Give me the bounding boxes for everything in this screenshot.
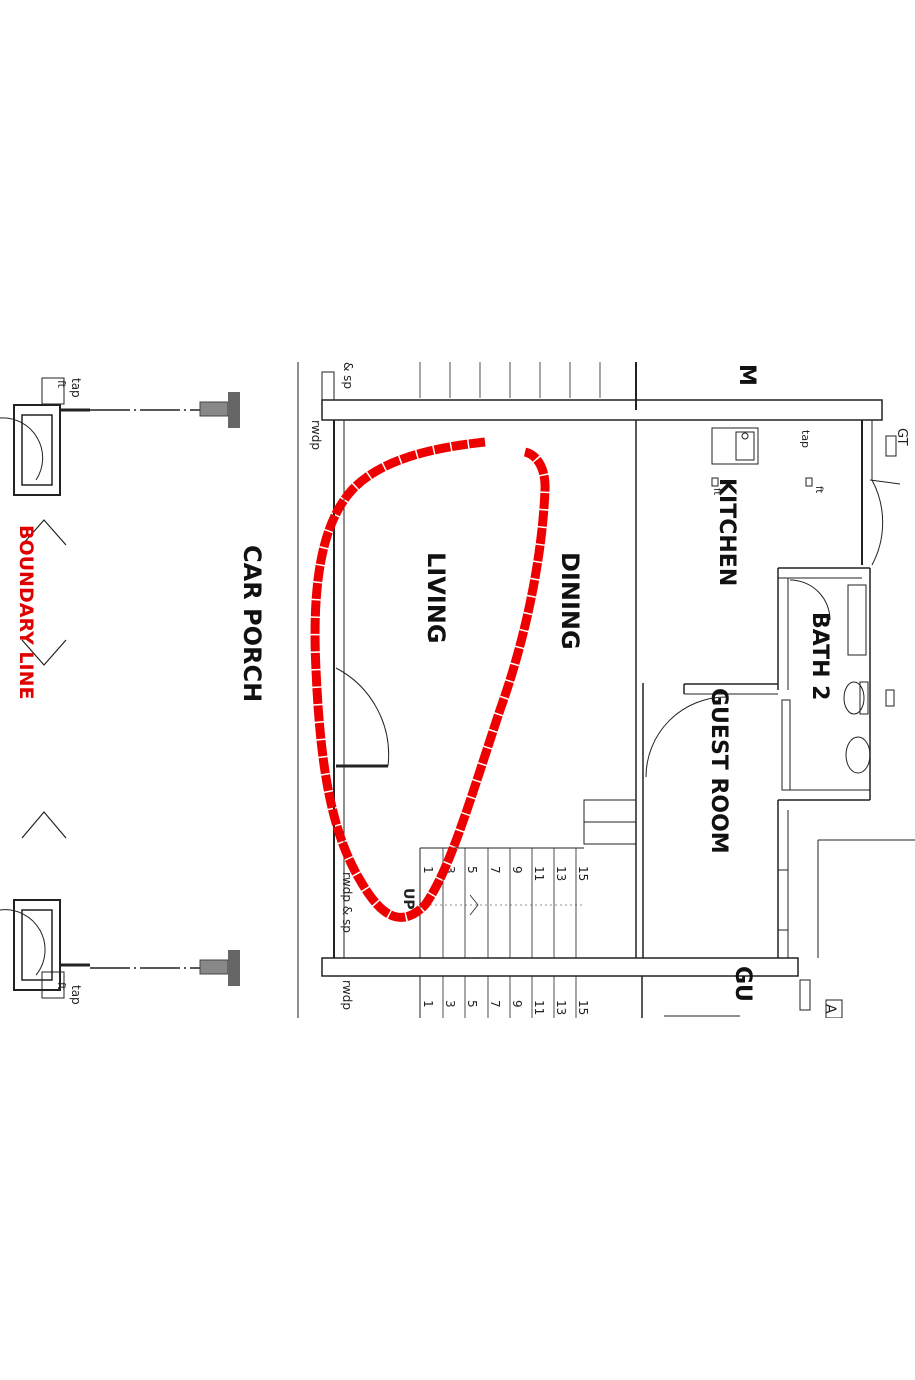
stair-num-1: 1 [421,866,435,874]
staircase [419,799,637,1018]
gate-post-top [199,392,240,428]
stair-num-13: 13 [554,866,568,881]
room-partial-m: M [734,364,759,386]
kitchen-sink [711,427,759,465]
stair-num-13-lower: 13 [554,1000,568,1015]
gate-post-bottom [199,950,240,986]
main-door [335,667,390,768]
label-gt: GT [894,428,909,446]
gate-pier-top [0,377,90,496]
label-ft-top: ft [55,380,68,389]
room-kitchen: KITCHEN [714,478,739,586]
stair-num-9: 9 [510,866,524,874]
label-tap-kitchen: tap [799,430,812,448]
label-tap-bottom: tap [69,985,83,1005]
room-bath2: BATH 2 [807,612,832,700]
stair-num-11-lower: 11 [532,1000,546,1015]
label-rwdp-bottom: rwdp [340,980,354,1010]
room-car-porch: CAR PORCH [238,545,266,702]
stair-num-3: 3 [443,866,457,874]
room-partial-gu: GU [730,966,755,1002]
stair-num-7: 7 [488,866,502,874]
wall-top [321,399,883,421]
label-rwdp-sp: rwdp & sp [340,872,354,933]
label-ft-kitchen-left: ft [711,488,722,495]
stair-num-1-lower: 1 [421,1000,435,1008]
stair-num-5-lower: 5 [465,1000,479,1008]
label-rwdp-top: rwdp [309,420,323,450]
label-up: UP [400,888,416,910]
label-ft-bottom: ft [55,982,68,991]
label-ft-kitchen: ft [813,486,824,493]
stair-num-11: 11 [532,866,546,881]
red-annotation-loop [310,437,550,922]
room-guest: GUEST ROOM [706,688,731,854]
label-partial-a: A [822,1004,838,1014]
label-sp-top: & sp [341,362,355,389]
room-living: LIVING [422,552,450,644]
upper-stair-lines [419,362,601,398]
boundary-line-label: BOUNDARY LINE [15,525,37,699]
room-dining: DINING [556,552,584,650]
stair-num-9-lower: 9 [510,1000,524,1008]
label-tap-top: tap [69,378,83,398]
gate-pier-bottom [0,899,90,999]
stair-num-5: 5 [465,866,479,874]
stair-num-15-lower: 15 [576,1000,590,1015]
stair-num-3-lower: 3 [443,1000,457,1008]
stair-num-15: 15 [576,866,590,881]
bath2-walls [683,567,871,801]
wall-bottom [321,957,799,977]
stair-num-7-lower: 7 [488,1000,502,1008]
